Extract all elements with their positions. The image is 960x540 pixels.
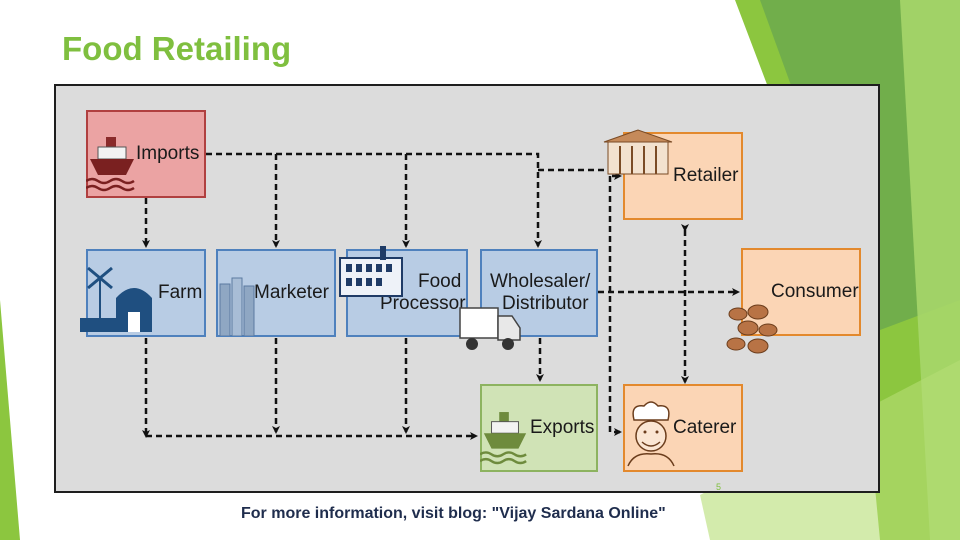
node-marketer-label: Marketer [254, 282, 329, 304]
node-imports-label: Imports [136, 143, 200, 165]
node-retailer-label: Retailer [673, 165, 739, 187]
windmill-barn-icon [80, 266, 152, 332]
store-icon [603, 129, 673, 175]
ship-icon [480, 412, 527, 465]
ship-icon [86, 137, 135, 192]
node-food-processor-label-2: Processor [380, 293, 466, 314]
node-exports-label: Exports [530, 417, 595, 439]
node-consumer-label: Consumer [771, 281, 859, 303]
node-wholesaler-label-2: Distributor [502, 293, 589, 314]
chef-icon [627, 401, 675, 467]
truck-icon [459, 307, 521, 350]
page-number: 5 [716, 482, 722, 492]
mushrooms-icon [726, 304, 778, 354]
edge-retailer-trunk [608, 176, 622, 436]
slide-title: Food Retailing [62, 30, 292, 67]
node-consumer: Consumer [741, 248, 861, 336]
node-caterer-label: Caterer [673, 417, 737, 439]
silo-icon [219, 277, 255, 336]
node-food-processor-label-1: Food [418, 271, 462, 293]
footer-text: For more information, visit blog: "Vijay… [241, 505, 666, 522]
node-wholesaler-label-1: Wholesaler/ [490, 271, 591, 293]
edge-imports-trunk [206, 152, 542, 248]
node-farm-label: Farm [158, 282, 203, 304]
factory-icon [339, 246, 403, 297]
